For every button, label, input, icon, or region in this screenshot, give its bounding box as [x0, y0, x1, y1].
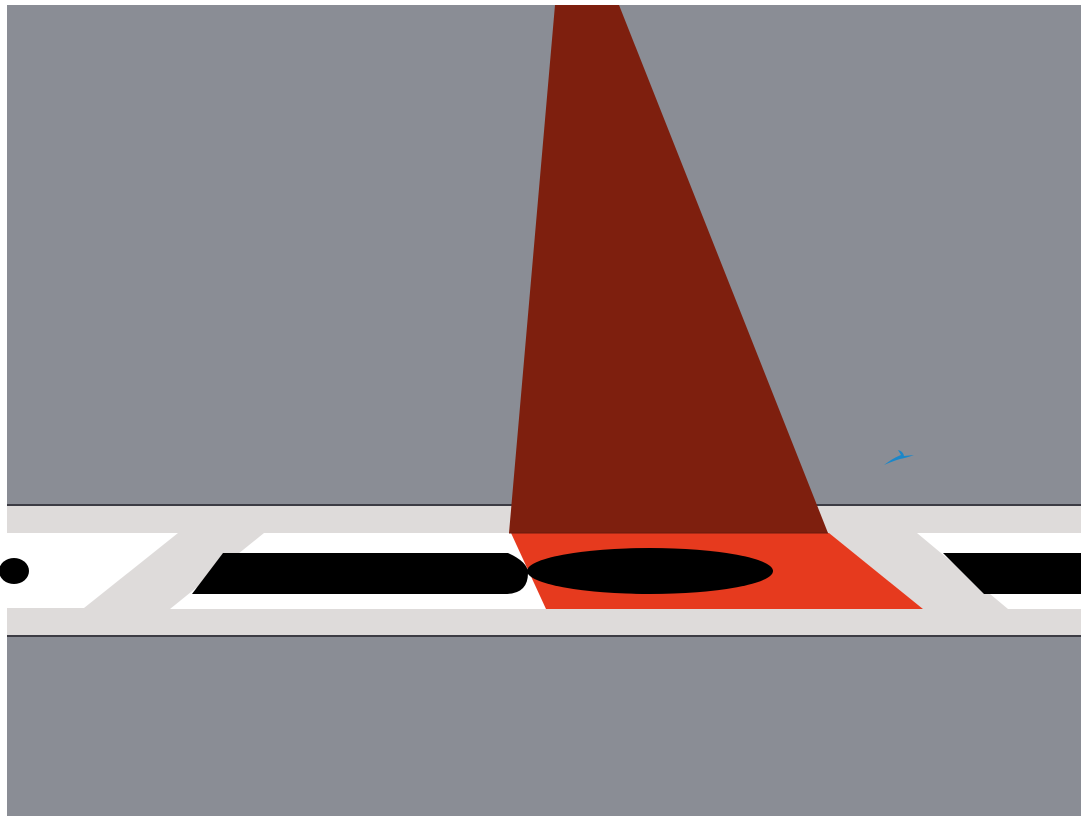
- lower-gray-field: [7, 636, 1081, 816]
- silhouette-oval: [527, 548, 773, 594]
- silhouette-elongated: [192, 553, 528, 594]
- silhouette-left: [0, 558, 29, 584]
